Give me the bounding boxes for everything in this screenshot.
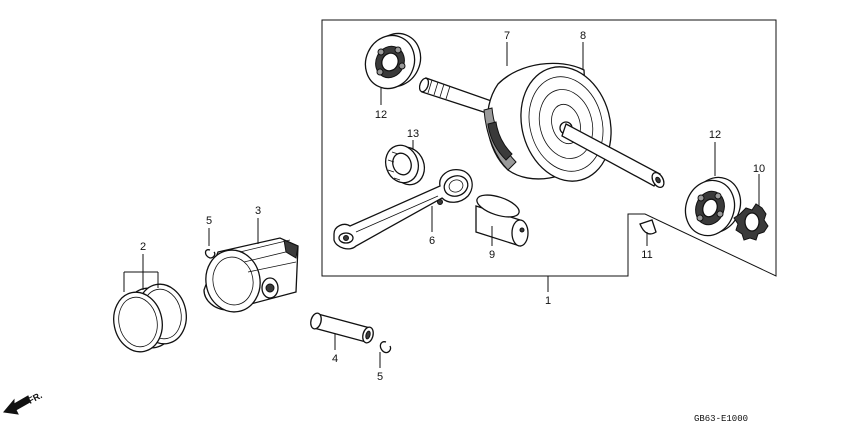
crank-pin	[475, 194, 529, 247]
front-direction-arrow: FR.	[3, 390, 44, 415]
arrow-icon	[3, 395, 31, 415]
label-part-12-upper: 12	[375, 109, 387, 121]
bearing-right	[684, 176, 742, 237]
connecting-rod	[333, 169, 473, 250]
label-part-6: 6	[429, 235, 435, 247]
direction-label: FR.	[26, 390, 43, 406]
label-part-5-lower: 5	[377, 371, 383, 383]
label-part-4: 4	[332, 353, 338, 365]
label-part-3: 3	[255, 205, 261, 217]
needle-bearing	[384, 144, 426, 186]
piston	[203, 237, 299, 313]
crankshaft	[418, 62, 665, 189]
piston-pin-clip-lower	[379, 341, 392, 354]
label-part-11: 11	[641, 249, 652, 261]
assembly-outline	[321, 19, 777, 277]
piston-pin-clip-upper	[204, 249, 216, 259]
piston-rings	[113, 283, 187, 353]
label-part-2: 2	[140, 241, 146, 253]
label-part-1: 1	[545, 295, 551, 307]
drawing-code: GB63-E1000	[694, 414, 748, 424]
woodruff-key	[639, 219, 657, 235]
label-part-12-right: 12	[709, 129, 721, 141]
part-2-leader	[123, 254, 159, 292]
label-part-5-upper: 5	[206, 215, 212, 227]
drive-gear	[733, 203, 769, 241]
label-part-8: 8	[580, 30, 586, 42]
label-part-9: 9	[489, 249, 495, 261]
bearing-upper	[364, 32, 422, 90]
label-part-10: 10	[753, 163, 765, 175]
piston-pin	[310, 312, 374, 344]
label-part-13: 13	[407, 128, 419, 140]
label-part-7: 7	[504, 30, 510, 42]
